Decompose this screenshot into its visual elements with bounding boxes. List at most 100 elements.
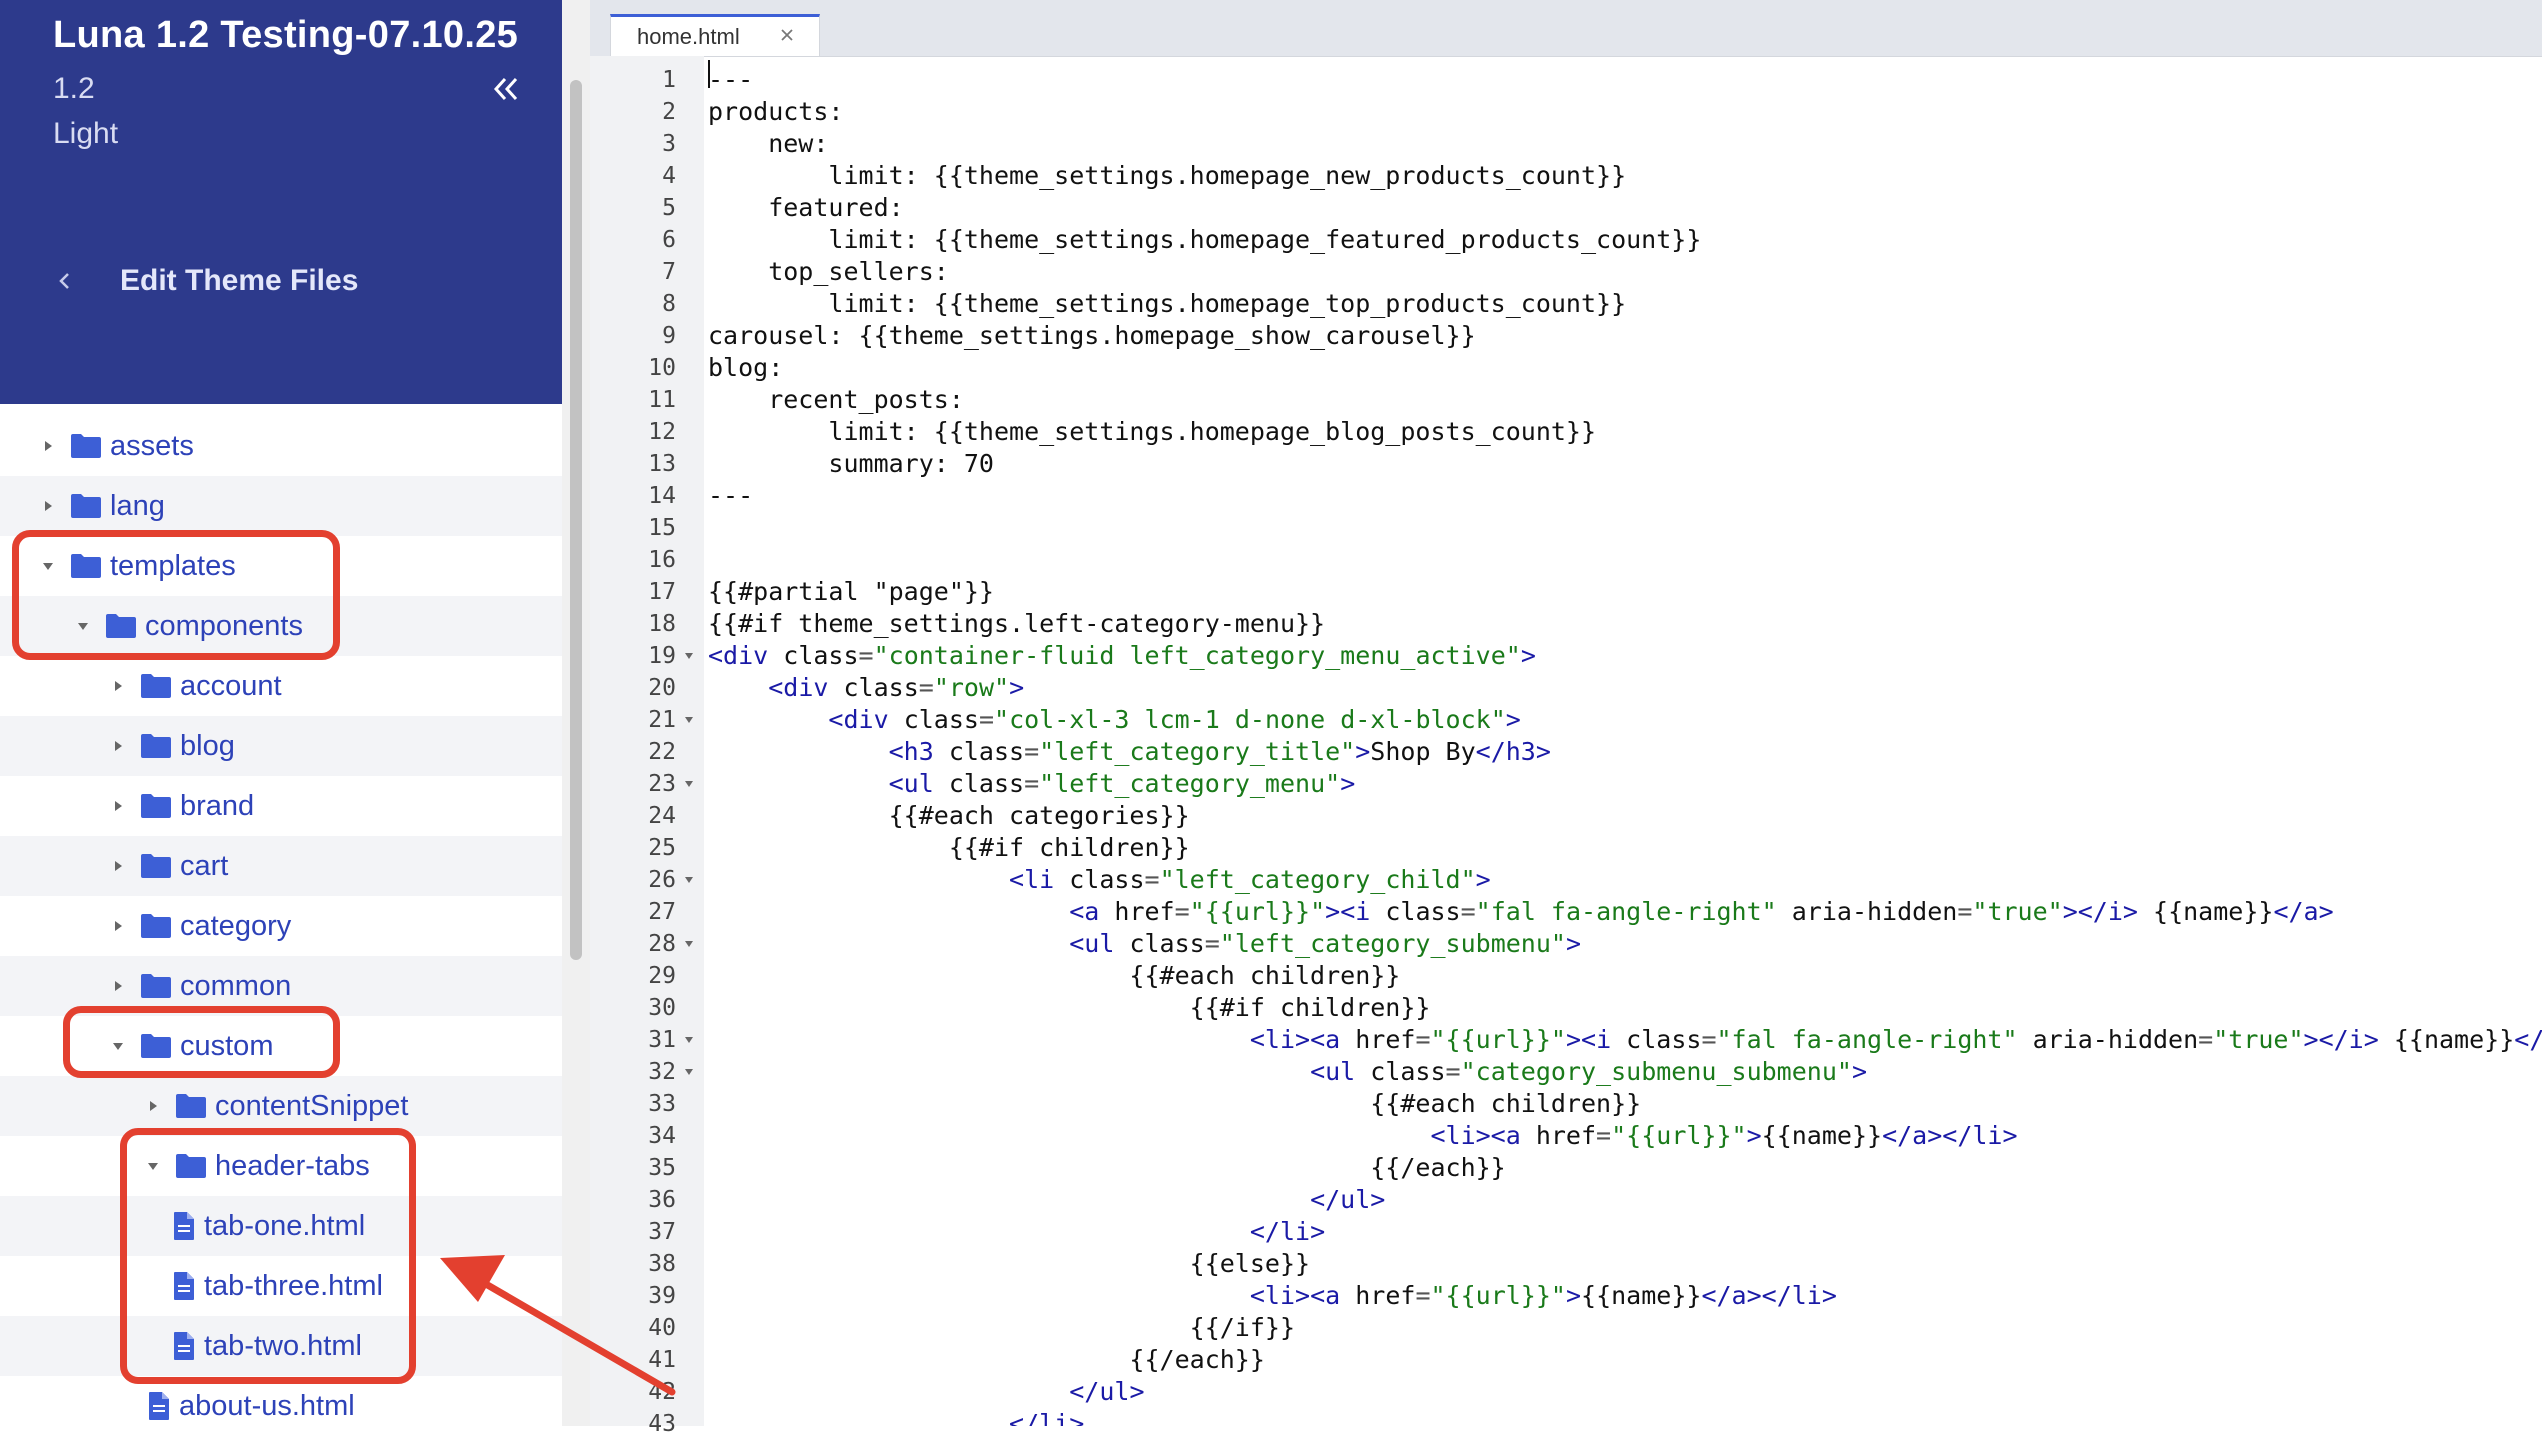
code-token: limit: {{theme_settings.homepage_new_pro…	[708, 161, 1627, 190]
line-number: 38	[648, 1251, 676, 1277]
fold-toggle-icon[interactable]	[682, 1056, 696, 1088]
code-token: =	[858, 641, 874, 670]
tree-file-tab-two[interactable]: tab-two.html	[0, 1316, 562, 1376]
line-number: 10	[648, 355, 676, 381]
code-token: "left_category_menu"	[1039, 769, 1341, 798]
caret-right-icon[interactable]	[108, 676, 128, 696]
code-token: >	[1355, 737, 1371, 766]
code-token: {{#each categories}}	[708, 801, 1190, 830]
fold-toggle-icon[interactable]	[682, 768, 696, 800]
code-token: {{/if}}	[708, 1313, 1295, 1342]
code-token: ---	[708, 65, 754, 94]
collapse-sidebar-button[interactable]	[488, 66, 524, 112]
line-number: 18	[648, 611, 676, 637]
tree-file-about-us[interactable]: about-us.html	[0, 1376, 562, 1426]
code-token: =	[1174, 897, 1190, 926]
fold-toggle-icon[interactable]	[682, 864, 696, 896]
tree-folder-assets[interactable]: assets	[0, 416, 562, 476]
caret-right-icon[interactable]	[108, 976, 128, 996]
code-line: {{#if children}}	[708, 832, 1190, 864]
tab-home-html[interactable]: home.html	[610, 14, 820, 56]
caret-down-icon[interactable]	[108, 1036, 128, 1056]
fold-toggle-icon[interactable]	[682, 928, 696, 960]
code-line: blog:	[708, 352, 783, 384]
code-token: >	[1565, 929, 1582, 958]
line-number: 31	[648, 1027, 676, 1053]
tree-item-label: header-tabs	[215, 1149, 370, 1182]
code-token: {{#if theme_settings.left-category-menu}…	[708, 609, 1326, 638]
tree-item-label: cart	[180, 849, 229, 882]
line-number: 34	[648, 1123, 676, 1149]
folder-icon	[140, 973, 172, 999]
code-line: limit: {{theme_settings.homepage_top_pro…	[708, 288, 1626, 320]
code-token: "row"	[933, 673, 1010, 702]
code-token: </a>	[2273, 897, 2334, 926]
folder-icon	[70, 433, 102, 459]
tree-folder-components[interactable]: components	[0, 596, 562, 656]
caret-down-icon[interactable]	[38, 556, 58, 576]
fold-toggle-icon[interactable]	[682, 1024, 696, 1056]
code-token: class	[933, 737, 1025, 766]
chevron-left-icon	[56, 266, 82, 296]
tree-folder-contentsnippet[interactable]: contentSnippet	[0, 1076, 562, 1136]
file-icon	[172, 1331, 196, 1361]
line-number: 14	[648, 483, 676, 509]
code-token	[708, 1281, 1250, 1310]
tree-folder-custom[interactable]: custom	[0, 1016, 562, 1076]
code-line: <li class="left_category_child">	[708, 864, 1491, 896]
line-number: 7	[662, 259, 676, 285]
sidebar-scrollbar[interactable]	[562, 0, 590, 1426]
tree-folder-header-tabs[interactable]: header-tabs	[0, 1136, 562, 1196]
code-line: featured:	[708, 192, 903, 224]
code-area[interactable]: ---products: new: limit: {{theme_setting…	[708, 56, 2542, 1426]
caret-right-icon[interactable]	[108, 736, 128, 756]
caret-down-icon[interactable]	[143, 1156, 163, 1176]
tree-item-label: contentSnippet	[215, 1089, 409, 1122]
tree-folder-templates[interactable]: templates	[0, 536, 562, 596]
code-token: >	[1505, 705, 1521, 734]
caret-right-icon[interactable]	[108, 796, 128, 816]
line-number: 28	[648, 931, 676, 957]
tree-item-label: components	[145, 609, 303, 642]
close-icon[interactable]	[777, 25, 797, 45]
tree-file-tab-one[interactable]: tab-one.html	[0, 1196, 562, 1256]
tree-folder-blog[interactable]: blog	[0, 716, 562, 776]
fold-toggle-icon[interactable]	[682, 640, 696, 672]
caret-right-icon[interactable]	[38, 436, 58, 456]
code-token: =	[1144, 865, 1160, 894]
code-token: ></i>	[2062, 897, 2138, 926]
folder-icon	[175, 1153, 207, 1179]
code-token: class	[1054, 865, 1145, 894]
code-token: =	[978, 705, 995, 734]
edit-theme-files-back-link[interactable]: Edit Theme Files	[56, 258, 358, 304]
line-number: 23	[648, 771, 676, 797]
tree-folder-category[interactable]: category	[0, 896, 562, 956]
caret-right-icon[interactable]	[38, 496, 58, 516]
sidebar-scrollbar-thumb[interactable]	[570, 80, 582, 960]
code-token: =	[1701, 1025, 1717, 1054]
code-token: limit: {{theme_settings.homepage_top_pro…	[708, 289, 1627, 318]
code-token: new:	[708, 129, 829, 158]
line-number: 25	[648, 835, 676, 861]
tree-folder-lang[interactable]: lang	[0, 476, 562, 536]
tree-folder-account[interactable]: account	[0, 656, 562, 716]
caret-right-icon[interactable]	[108, 916, 128, 936]
caret-right-icon[interactable]	[108, 856, 128, 876]
code-token: {{name}}	[2378, 1025, 2515, 1054]
code-token: "{{url}}"	[1611, 1121, 1747, 1150]
code-token: limit: {{theme_settings.homepage_feature…	[708, 225, 1702, 254]
code-token: <li><a	[1430, 1121, 1521, 1150]
tree-folder-brand[interactable]: brand	[0, 776, 562, 836]
line-number: 40	[648, 1315, 676, 1341]
caret-down-icon[interactable]	[73, 616, 93, 636]
code-token: >	[1746, 1121, 1762, 1150]
tree-file-tab-three[interactable]: tab-three.html	[0, 1256, 562, 1316]
code-line: <ul class="left_category_submenu">	[708, 928, 1581, 960]
code-token: class	[1611, 1025, 1702, 1054]
tree-folder-cart[interactable]: cart	[0, 836, 562, 896]
folder-icon	[140, 793, 172, 819]
code-token	[708, 1057, 1310, 1086]
code-token: aria-hidden	[1776, 897, 1958, 926]
fold-toggle-icon[interactable]	[682, 704, 696, 736]
caret-right-icon[interactable]	[143, 1096, 163, 1116]
